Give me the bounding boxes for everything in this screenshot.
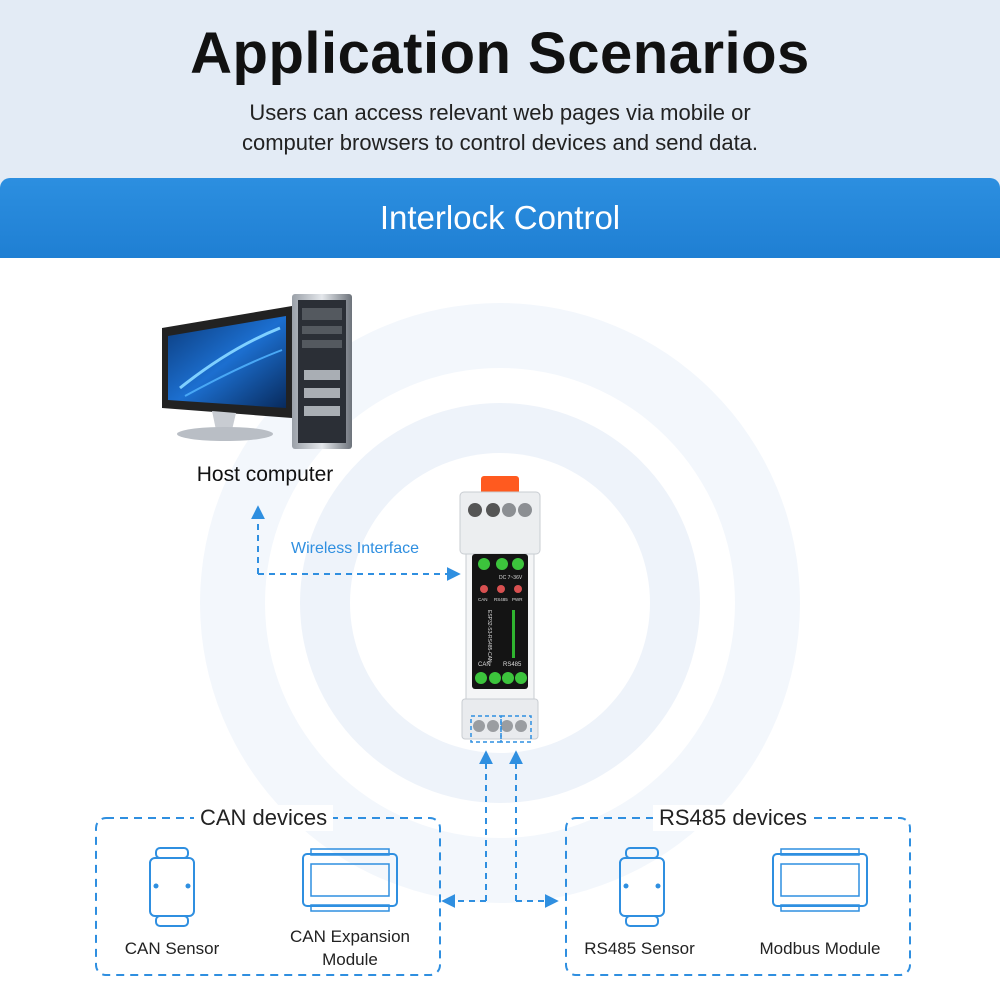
sensor-icon [149, 847, 195, 927]
can-expansion-module-label: CAN Expansion Module [289, 927, 410, 969]
section-banner: Interlock Control [0, 178, 1000, 258]
indicator-rs485-label: RS485 [494, 597, 508, 602]
port-rs485-label: RS485 [503, 662, 522, 668]
subtitle-line-2: computer browsers to control devices and… [241, 130, 759, 155]
host-computer-label: Host computer [196, 463, 334, 486]
rs485-sensor-label: RS485 Sensor [584, 939, 695, 958]
page-subtitle: Users can access relevant web pages via … [0, 98, 1000, 158]
port-can-label: CAN [478, 662, 491, 668]
page-title: Application Scenarios [190, 21, 810, 86]
modbus-module-label: Modbus Module [759, 939, 881, 958]
rs485-devices-title: RS485 devices [653, 805, 813, 831]
indicator-can-label: CAN [478, 597, 488, 602]
wireless-interface-label: Wireless Interface [290, 540, 420, 557]
module-model-label: ESP32-S3-RS485-CAN [486, 610, 492, 663]
sensor-icon [619, 847, 665, 927]
computer-icon [162, 294, 352, 449]
can-sensor-label: CAN Sensor [124, 939, 220, 958]
can-devices-title: CAN devices [194, 805, 334, 831]
section-title: Interlock Control [379, 199, 621, 236]
diagram-canvas: DC 7~36V CAN RS485 PWR ESP32-S3-RS485-CA… [95, 294, 911, 976]
gateway-module-icon: DC 7~36V CAN RS485 PWR ESP32-S3-RS485-CA… [459, 476, 541, 740]
expansion-module-icon [772, 848, 868, 912]
subtitle-line-1: Users can access relevant web pages via … [249, 100, 751, 125]
diagram: DC 7~36V CAN RS485 PWR ESP32-S3-RS485-CA… [0, 258, 1000, 1000]
module-power-label: DC 7~36V [499, 575, 523, 581]
indicator-pwr-label: PWR [512, 597, 523, 602]
expansion-module-icon [302, 848, 398, 912]
